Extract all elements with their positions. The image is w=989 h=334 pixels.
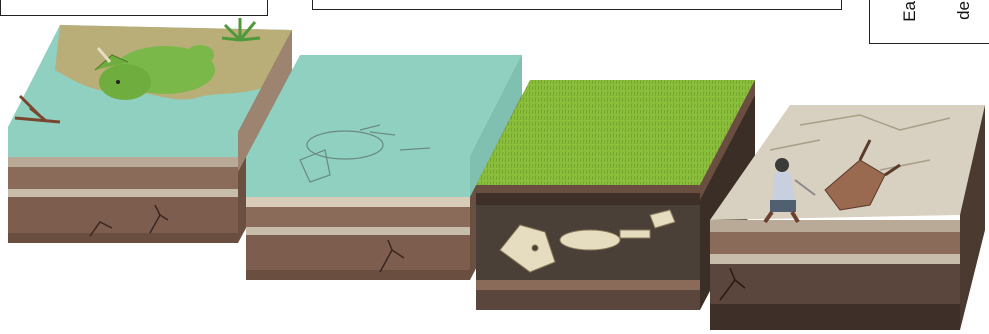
block4-front-face [710, 220, 960, 330]
block2-front-face [246, 157, 470, 280]
block1-front-face [8, 127, 238, 243]
